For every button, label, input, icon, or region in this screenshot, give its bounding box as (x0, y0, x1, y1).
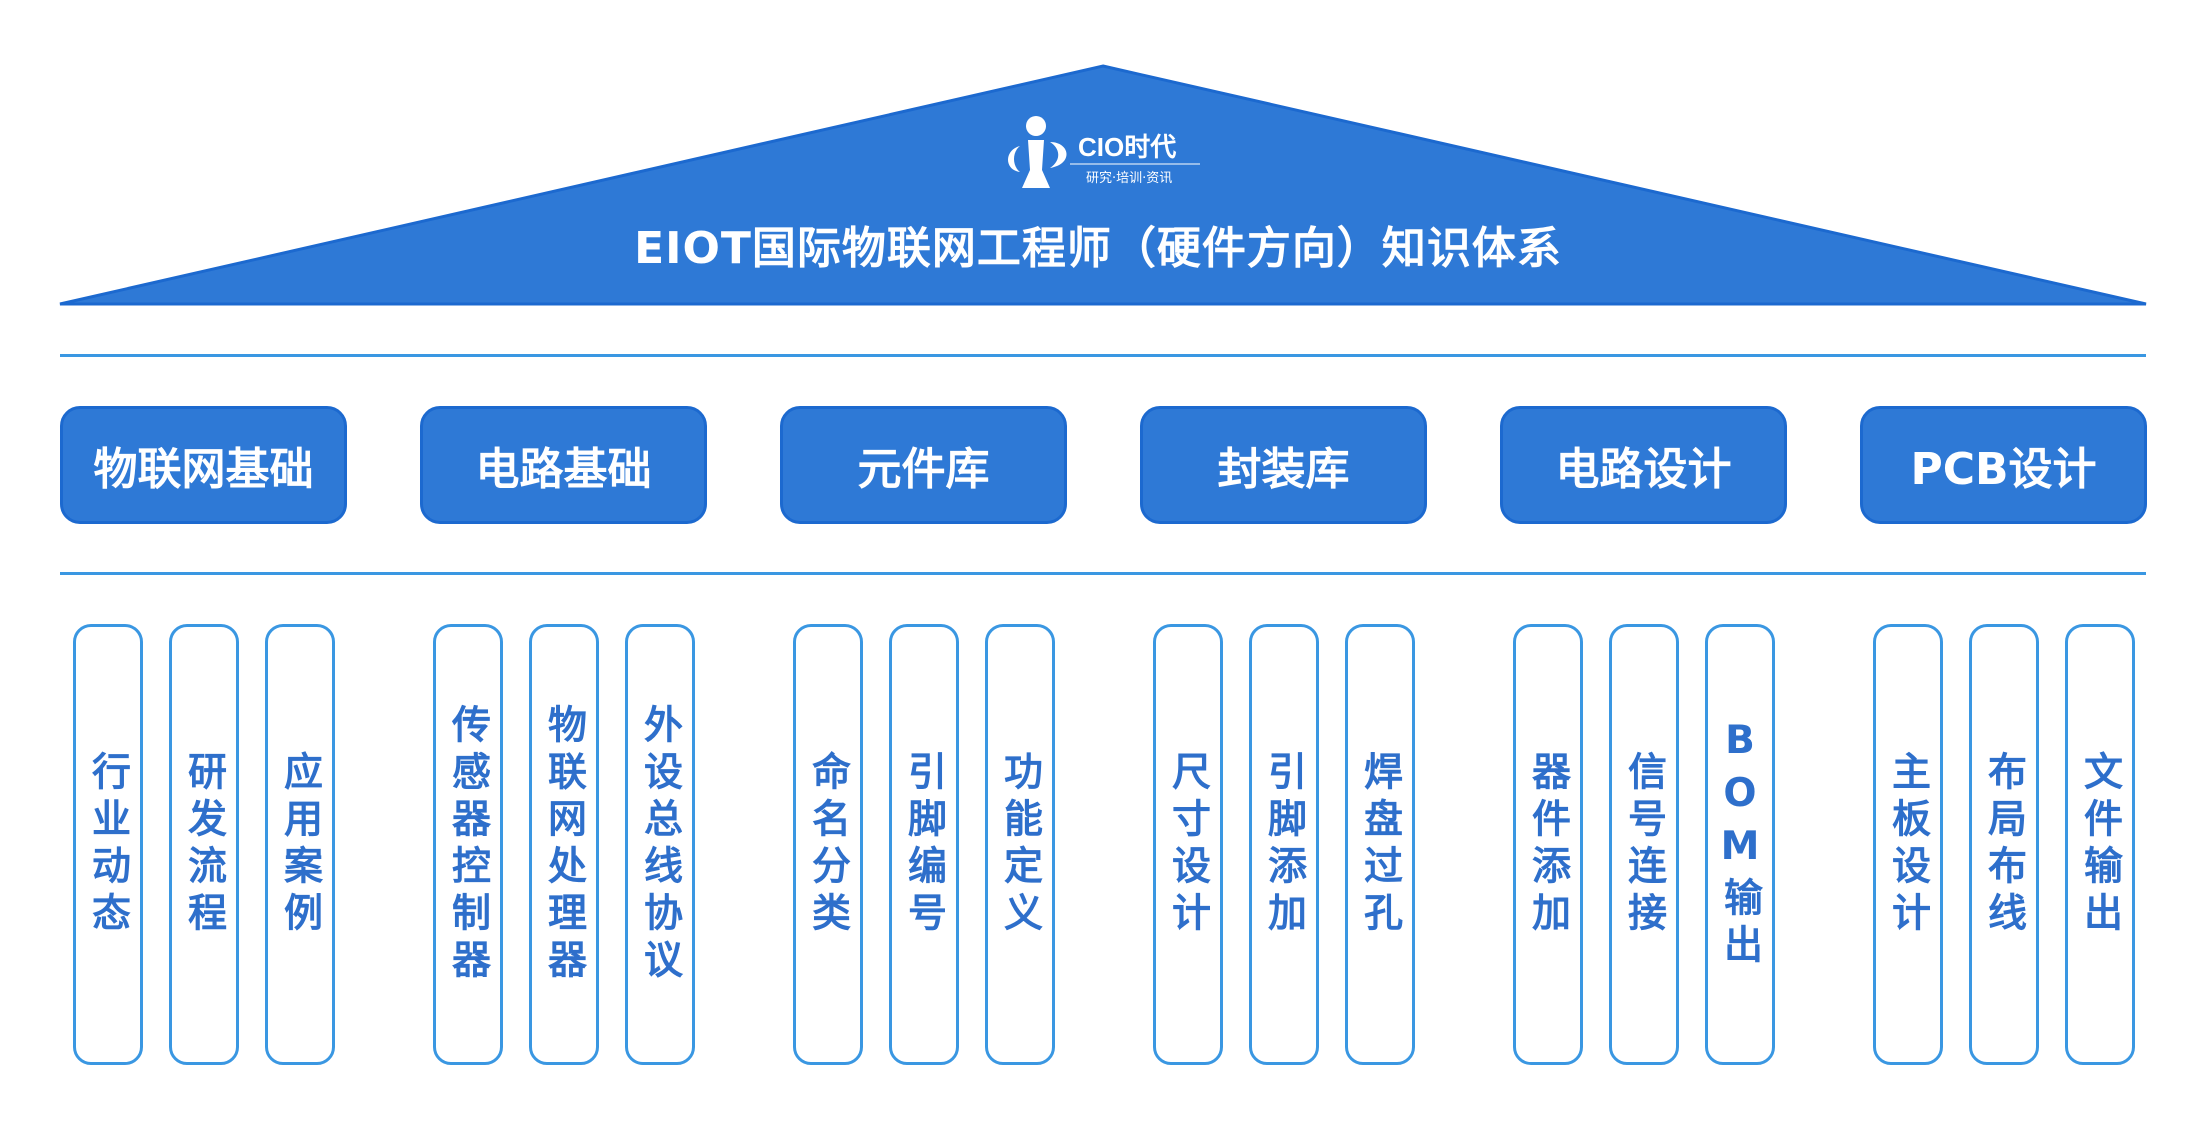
pillar-item: 命名分类 (793, 624, 863, 1065)
pillar-label: 引脚编号 (901, 750, 947, 939)
pillar-label: 引脚添加 (1261, 750, 1307, 939)
pillar-label: 布局布线 (1981, 750, 2027, 939)
cio-logo: CIO时代 研究·培训·资讯 (1008, 116, 1200, 188)
roof-banner (59, 64, 2147, 306)
pillar-label: 焊盘过孔 (1357, 750, 1403, 939)
pillar-label: 命名分类 (805, 750, 851, 939)
pillar-item: 尺寸设计 (1153, 624, 1223, 1065)
category-box: 封装库 (1140, 406, 1427, 524)
pillar-item: 信号连接 (1609, 624, 1679, 1065)
pillar-item: 引脚添加 (1249, 624, 1319, 1065)
page-title: EIOT国际物联网工程师（硬件方向）知识体系 (634, 223, 1562, 274)
pillar-label: 传感器控制器 (445, 703, 491, 986)
pillar-label: 主板设计 (1885, 750, 1931, 939)
pillar-label: BOM输出 (1717, 718, 1763, 971)
category-box: 元件库 (780, 406, 1067, 524)
pillar-label: 器件添加 (1525, 750, 1571, 939)
pillar-item: 外设总线协议 (625, 624, 695, 1065)
divider-top (60, 354, 2146, 357)
pillar-item: 引脚编号 (889, 624, 959, 1065)
category-box: 物联网基础 (60, 406, 347, 524)
pillar-label: 尺寸设计 (1165, 750, 1211, 939)
pillar-label: 外设总线协议 (637, 703, 683, 986)
pillar-item: 文件输出 (2065, 624, 2135, 1065)
pillar-item: 物联网处理器 (529, 624, 599, 1065)
pillar-item: BOM输出 (1705, 624, 1775, 1065)
category-box: 电路基础 (420, 406, 707, 524)
divider-bottom (60, 572, 2146, 575)
pillar-item: 行业动态 (73, 624, 143, 1065)
pillar-label: 信号连接 (1621, 750, 1667, 939)
roof-triangle (59, 64, 2147, 306)
pillar-item: 研发流程 (169, 624, 239, 1065)
pillar-item: 布局布线 (1969, 624, 2039, 1065)
logo-tagline: 研究·培训·资讯 (1086, 170, 1172, 186)
category-box: 电路设计 (1500, 406, 1787, 524)
category-box: PCB设计 (1860, 406, 2147, 524)
pillar-label: 应用案例 (277, 750, 323, 939)
pillar-label: 行业动态 (85, 750, 131, 939)
pillar-label: 功能定义 (997, 750, 1043, 939)
pillar-item: 焊盘过孔 (1345, 624, 1415, 1065)
pillar-label: 物联网处理器 (541, 703, 587, 986)
pillar-item: 应用案例 (265, 624, 335, 1065)
pillar-item: 器件添加 (1513, 624, 1583, 1065)
pillar-label: 文件输出 (2077, 750, 2123, 939)
logo-dot-icon (1026, 116, 1046, 136)
pillar-item: 主板设计 (1873, 624, 1943, 1065)
logo-brand: CIO时代 (1078, 132, 1176, 162)
pillar-item: 功能定义 (985, 624, 1055, 1065)
pillar-label: 研发流程 (181, 750, 227, 939)
pillar-item: 传感器控制器 (433, 624, 503, 1065)
